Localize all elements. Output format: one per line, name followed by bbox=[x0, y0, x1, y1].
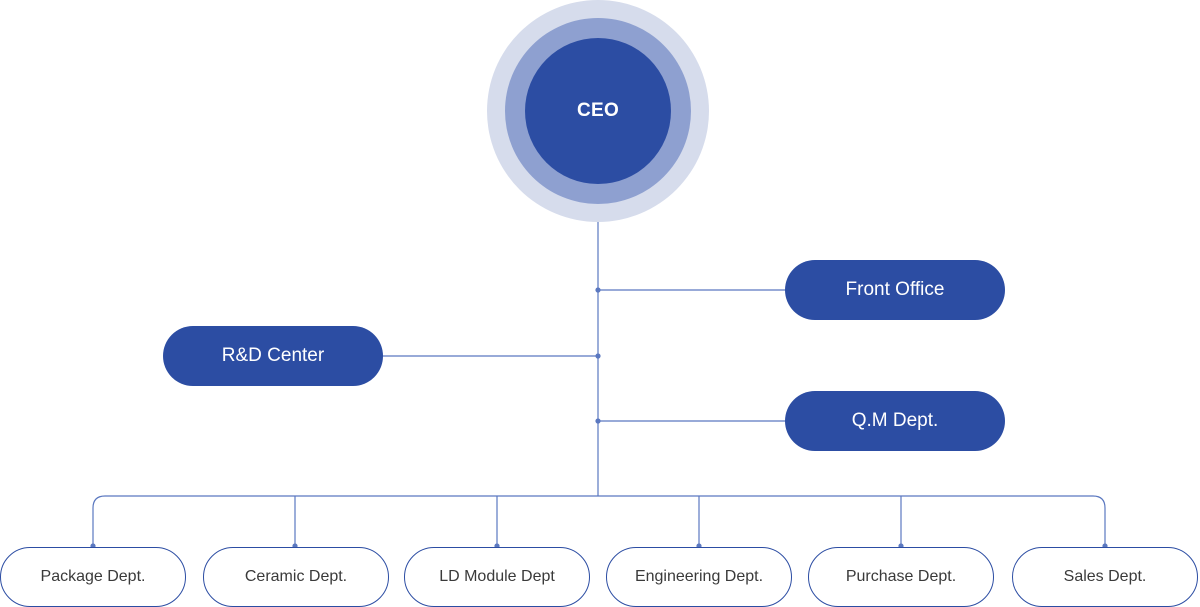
rnd-center-node: R&D Center bbox=[163, 326, 383, 386]
dept-node-purchase: Purchase Dept. bbox=[808, 547, 994, 607]
dept-node-package: Package Dept. bbox=[0, 547, 186, 607]
dept-label: Package Dept. bbox=[40, 568, 146, 585]
dept-node-engineering: Engineering Dept. bbox=[606, 547, 792, 607]
dept-label: Ceramic Dept. bbox=[244, 568, 348, 585]
ceo-node: CEO bbox=[525, 38, 671, 184]
qm-dept-label: Q.M Dept. bbox=[851, 410, 939, 431]
dept-label: LD Module Dept bbox=[439, 568, 555, 585]
dept-label: Sales Dept. bbox=[1063, 568, 1147, 585]
rnd-center-label: R&D Center bbox=[221, 345, 325, 366]
dept-node-ld-module: LD Module Dept bbox=[404, 547, 590, 607]
qm-dept-node: Q.M Dept. bbox=[785, 391, 1005, 451]
dept-label: Purchase Dept. bbox=[845, 568, 957, 585]
ceo-label: CEO bbox=[576, 100, 620, 121]
front-office-label: Front Office bbox=[845, 279, 945, 300]
dept-label: Engineering Dept. bbox=[634, 568, 764, 585]
front-office-node: Front Office bbox=[785, 260, 1005, 320]
dept-node-ceramic: Ceramic Dept. bbox=[203, 547, 389, 607]
dept-node-sales: Sales Dept. bbox=[1012, 547, 1198, 607]
